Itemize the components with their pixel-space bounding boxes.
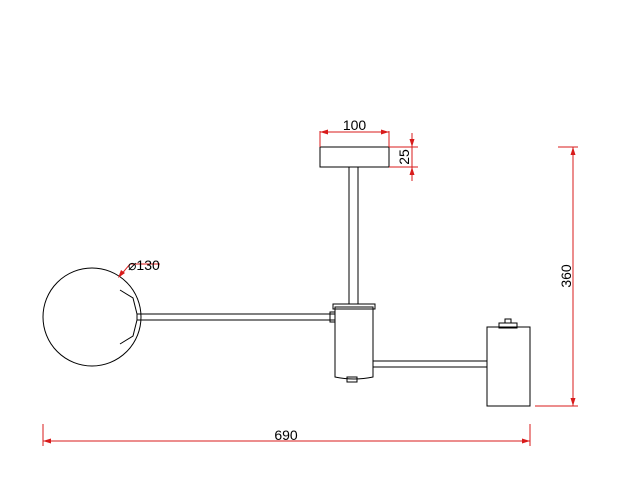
arrow-head	[570, 398, 576, 406]
fixture-outline	[42, 146, 531, 407]
junction-body	[334, 306, 374, 380]
lamp-holder-screw	[504, 318, 512, 324]
dimension-overall-height: 360	[535, 146, 578, 407]
left-arm	[136, 313, 336, 321]
dimension-overall-width: 690	[42, 424, 531, 446]
plate-width-label: 100	[343, 117, 367, 133]
globe-socket	[119, 289, 138, 345]
overall-width-label: 690	[274, 427, 298, 443]
arrow-head	[381, 129, 389, 135]
dimension-globe-diameter: ⌀130	[118, 257, 160, 278]
ceiling-plate	[319, 146, 390, 168]
arrow-head	[522, 438, 530, 444]
arrow-head	[409, 167, 415, 175]
dimension-plate-width: 100	[319, 117, 390, 147]
arrow-head	[118, 270, 125, 278]
arrow-head	[570, 147, 576, 155]
left-arm-collar	[329, 311, 336, 323]
arrow-head	[409, 139, 415, 147]
dimension-plate-height: 25	[389, 133, 418, 181]
right-lamp-holder	[486, 326, 531, 407]
plate-height-label: 25	[396, 149, 412, 165]
arrow-head	[43, 438, 51, 444]
junction-top-collar	[332, 303, 376, 310]
glass-globe	[42, 267, 142, 367]
right-arm	[372, 360, 488, 368]
arrow-head	[320, 129, 328, 135]
vertical-stem	[348, 166, 359, 305]
junction-bottom-nut	[346, 376, 358, 383]
overall-height-label: 360	[558, 264, 574, 288]
globe-diameter-label: ⌀130	[128, 257, 160, 273]
